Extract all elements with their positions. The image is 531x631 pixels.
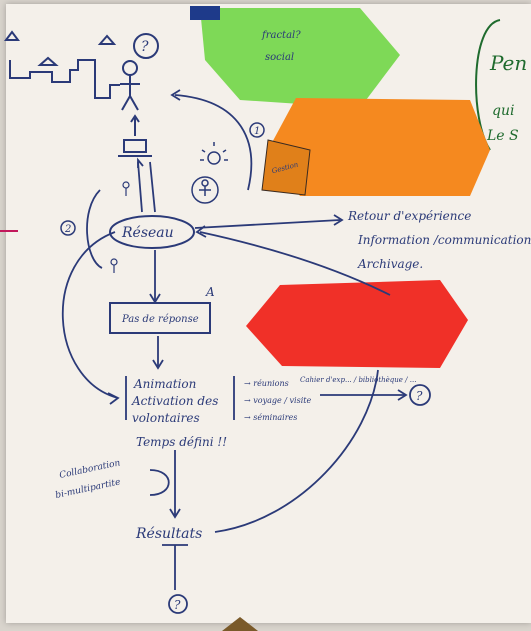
temps-defini: Temps défini !!	[136, 435, 227, 449]
circled-1-text: 1	[254, 126, 260, 137]
collaboration-line-2: bi-multipartite	[55, 477, 122, 501]
bottom-object	[222, 617, 258, 631]
question-right-circle	[409, 384, 431, 406]
green-margin-text: Pen qui Le S	[475, 19, 527, 151]
green-text-3: Le S	[486, 128, 519, 144]
action-activation: Activation des	[131, 394, 218, 408]
circled-person-icon	[191, 176, 219, 204]
pas-de-reponse-box	[109, 302, 211, 334]
flow-arrows	[61, 89, 408, 590]
green-sticky-note: fractal? social	[190, 6, 400, 108]
green-note-line-2: social	[265, 52, 294, 63]
action-animation: Animation	[133, 377, 196, 391]
sub-action-2: → voyage / visite	[244, 396, 311, 405]
green-text-2: qui	[492, 103, 514, 119]
person-figure	[120, 33, 159, 111]
orange-sticky-note: Gestion	[261, 98, 490, 196]
green-text-1: Pen	[489, 51, 527, 75]
question-right-text: ?	[416, 389, 423, 403]
output-information: Information /communication	[357, 233, 531, 247]
lightbulb-icon	[200, 142, 228, 165]
collaboration-line-1: Collaboration	[59, 458, 122, 481]
top-question-mark: ?	[141, 39, 149, 55]
question-bottom-circle	[168, 594, 188, 614]
pas-de-reponse-label: Pas de réponse	[121, 314, 199, 325]
green-note-line-1: fractal?	[261, 30, 301, 41]
reseau-label: Réseau	[121, 225, 174, 241]
stair-drawing	[4, 30, 120, 99]
pas-de-reponse-mark: A	[205, 285, 215, 299]
sub-action-1: → réunions	[244, 379, 289, 388]
circled-1-mark	[249, 122, 265, 138]
red-sticky-note: Cahier d'exp... / bibliothèque / ...	[246, 280, 468, 384]
circled-2-mark	[60, 220, 76, 236]
small-figures	[110, 181, 130, 273]
circled-2-text: 2	[64, 224, 71, 235]
question-bottom-text: ?	[174, 598, 181, 612]
output-archivage: Archivage.	[357, 257, 423, 271]
output-retour: Retour d'expérience	[347, 209, 471, 223]
sub-action-3: → séminaires	[244, 413, 297, 422]
action-volontaires: volontaires	[132, 411, 200, 425]
reseau-ellipse	[109, 215, 195, 249]
computer-icon	[118, 114, 152, 157]
red-note-caption: Cahier d'exp... / bibliothèque / ...	[300, 376, 416, 384]
resultats-label: Résultats	[135, 526, 202, 542]
